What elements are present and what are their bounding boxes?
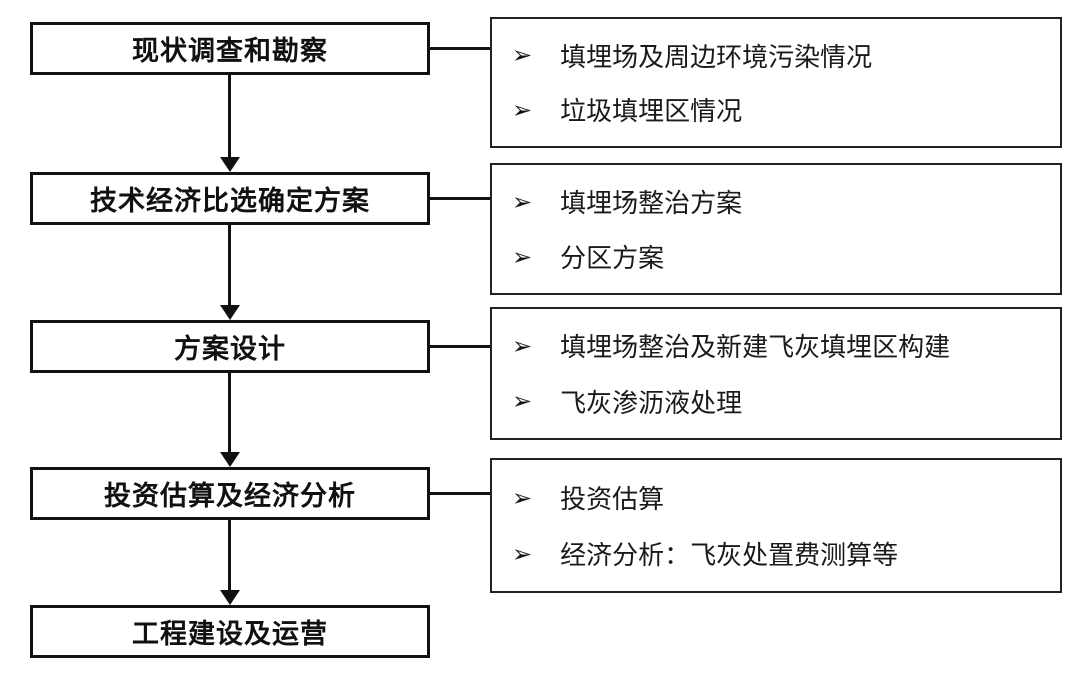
stage-label: 工程建设及运营 bbox=[132, 619, 328, 649]
bullet-arrow-icon: ➢ bbox=[512, 96, 533, 124]
stage-box-investment-analysis: 投资估算及经济分析 bbox=[30, 467, 430, 520]
detail-box-survey: ➢ 填埋场及周边环境污染情况 ➢ 垃圾填埋区情况 bbox=[490, 17, 1062, 148]
detail-text: 填埋场整治方案 bbox=[560, 188, 743, 218]
detail-box-tech-economic-comparison: ➢ 填埋场整治方案 ➢ 分区方案 bbox=[490, 163, 1062, 295]
list-item: ➢ 飞灰渗沥液处理 bbox=[512, 383, 1060, 420]
stage-box-construction-operation: 工程建设及运营 bbox=[30, 605, 430, 658]
stage-label: 技术经济比选确定方案 bbox=[90, 186, 370, 216]
arrow-down-icon bbox=[220, 452, 240, 467]
stage-box-scheme-design: 方案设计 bbox=[30, 320, 430, 373]
stage-label: 现状调查和勘察 bbox=[132, 36, 328, 66]
bullet-arrow-icon: ➢ bbox=[512, 243, 533, 271]
stage-box-survey: 现状调查和勘察 bbox=[30, 22, 430, 75]
detail-text: 飞灰渗沥液处理 bbox=[560, 387, 743, 418]
list-item: ➢ 经济分析：飞灰处置费测算等 bbox=[512, 535, 1060, 572]
detail-text: 分区方案 bbox=[560, 243, 665, 273]
list-item: ➢ 填埋场及周边环境污染情况 bbox=[512, 37, 1060, 74]
stage-label: 方案设计 bbox=[174, 334, 286, 364]
arrow-down-icon bbox=[220, 305, 240, 320]
detail-text: 填埋场及周边环境污染情况 bbox=[560, 41, 873, 72]
stage-box-tech-economic-comparison: 技术经济比选确定方案 bbox=[30, 172, 430, 225]
connector-line-4 bbox=[430, 492, 490, 495]
list-item: ➢ 填埋场整治方案 bbox=[512, 183, 1060, 220]
bullet-arrow-icon: ➢ bbox=[512, 484, 533, 512]
bullet-arrow-icon: ➢ bbox=[512, 388, 533, 416]
flow-arrow-line-2 bbox=[228, 225, 231, 306]
bullet-arrow-icon: ➢ bbox=[512, 540, 533, 568]
stage-label: 投资估算及经济分析 bbox=[104, 481, 356, 511]
detail-box-scheme-design: ➢ 填埋场整治及新建飞灰填埋区构建 ➢ 飞灰渗沥液处理 bbox=[490, 307, 1062, 440]
list-item: ➢ 填埋场整治及新建飞灰填埋区构建 bbox=[512, 327, 1060, 364]
list-item: ➢ 分区方案 bbox=[512, 238, 1060, 275]
flow-arrow-line-4 bbox=[228, 520, 231, 591]
arrow-down-icon bbox=[220, 590, 240, 605]
list-item: ➢ 投资估算 bbox=[512, 479, 1060, 516]
connector-line-1 bbox=[430, 47, 490, 50]
list-item: ➢ 垃圾填埋区情况 bbox=[512, 91, 1060, 128]
detail-text: 投资估算 bbox=[560, 484, 665, 514]
bullet-arrow-icon: ➢ bbox=[512, 42, 533, 70]
arrow-down-icon bbox=[220, 157, 240, 172]
connector-line-2 bbox=[430, 197, 490, 200]
detail-text: 垃圾填埋区情况 bbox=[560, 96, 743, 127]
connector-line-3 bbox=[430, 345, 490, 348]
detail-text: 填埋场整治及新建飞灰填埋区构建 bbox=[560, 332, 951, 363]
detail-box-investment-analysis: ➢ 投资估算 ➢ 经济分析：飞灰处置费测算等 bbox=[490, 458, 1062, 593]
detail-text: 经济分析：飞灰处置费测算等 bbox=[560, 540, 899, 570]
bullet-arrow-icon: ➢ bbox=[512, 188, 533, 216]
bullet-arrow-icon: ➢ bbox=[512, 332, 533, 360]
flow-arrow-line-1 bbox=[228, 75, 231, 158]
flow-arrow-line-3 bbox=[228, 373, 231, 453]
